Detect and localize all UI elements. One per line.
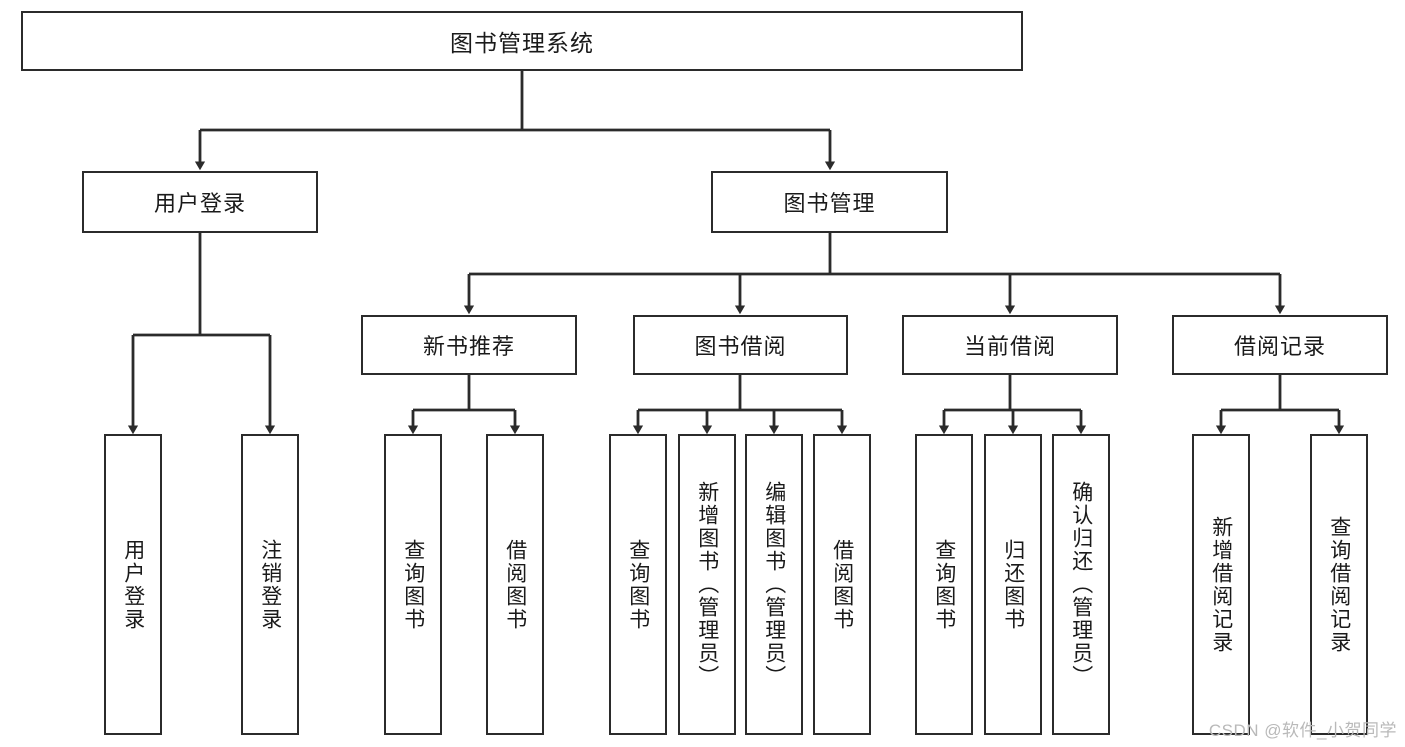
node-leaf-query-book-current[interactable]: 查询图书 (915, 434, 973, 735)
node-root[interactable]: 图书管理系统 (21, 11, 1023, 71)
node-leaf-logout[interactable]: 注销登录 (241, 434, 299, 735)
node-leaf-user-login[interactable]: 用户登录 (104, 434, 162, 735)
node-leaf-borrow-book-recommend[interactable]: 借阅图书 (486, 434, 544, 735)
node-new-book-recommend[interactable]: 新书推荐 (361, 315, 577, 375)
node-leaf-query-book-recommend[interactable]: 查询图书 (384, 434, 442, 735)
node-current-borrow[interactable]: 当前借阅 (902, 315, 1118, 375)
node-leaf-confirm-return-admin[interactable]: 确认归还（管理员） (1052, 434, 1110, 735)
node-leaf-return-book[interactable]: 归还图书 (984, 434, 1042, 735)
node-book-borrow[interactable]: 图书借阅 (633, 315, 848, 375)
node-leaf-add-borrow-record[interactable]: 新增借阅记录 (1192, 434, 1250, 735)
node-user-login[interactable]: 用户登录 (82, 171, 318, 233)
node-leaf-add-book-admin[interactable]: 新增图书（管理员） (678, 434, 736, 735)
node-leaf-query-borrow-record[interactable]: 查询借阅记录 (1310, 434, 1368, 735)
node-leaf-borrow-book[interactable]: 借阅图书 (813, 434, 871, 735)
node-borrow-record[interactable]: 借阅记录 (1172, 315, 1388, 375)
node-leaf-edit-book-admin[interactable]: 编辑图书（管理员） (745, 434, 803, 735)
node-book-manage[interactable]: 图书管理 (711, 171, 948, 233)
node-leaf-query-book-borrow[interactable]: 查询图书 (609, 434, 667, 735)
